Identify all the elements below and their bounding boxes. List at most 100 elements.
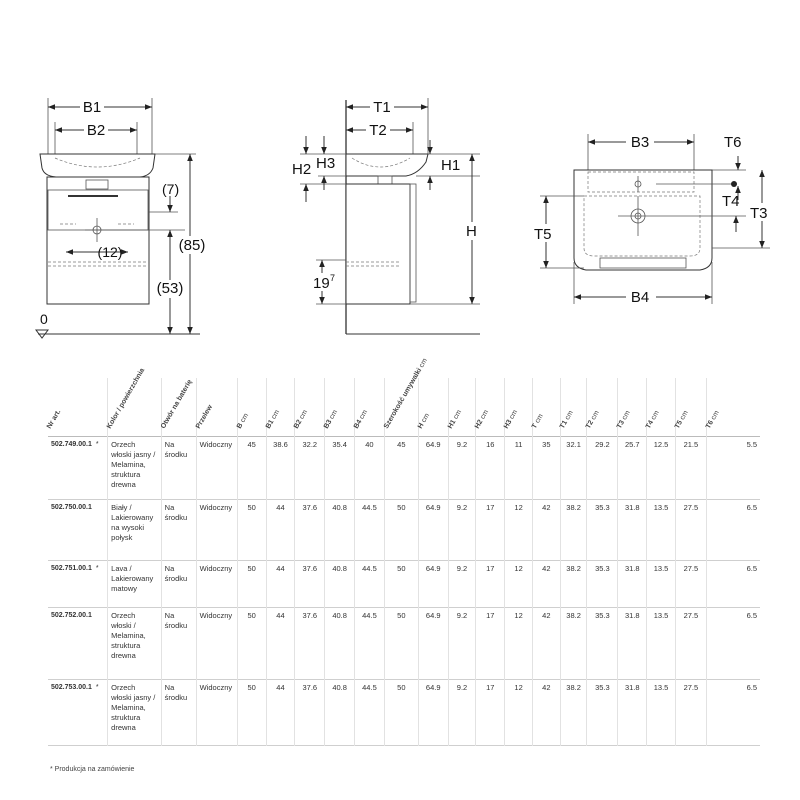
cell-b3: 40.8 xyxy=(324,679,355,746)
cell-overflow: Widoczny xyxy=(195,607,238,680)
cell-h: 64.9 xyxy=(417,499,449,561)
cell-t3: 25.7 xyxy=(617,436,647,500)
cell-h1: 9.2 xyxy=(447,436,476,500)
front-label-0: 0 xyxy=(40,311,48,327)
side-label-19: 19 xyxy=(313,275,330,292)
cell-t: 42 xyxy=(531,560,561,608)
cell-b3: 40.8 xyxy=(324,607,355,680)
side-label-t1: T1 xyxy=(373,99,391,116)
side-label-h: H xyxy=(466,223,477,240)
cell-b4: 44.5 xyxy=(354,560,385,608)
cell-h3: 11 xyxy=(504,436,533,500)
side-label-h2: H2 xyxy=(292,161,311,178)
cell-h: 64.9 xyxy=(417,679,449,746)
cell-tap-hole: Na środku xyxy=(160,607,197,680)
cell-basin-width: 50 xyxy=(383,499,419,561)
front-label-b2: B2 xyxy=(87,122,105,139)
cell-color: Biały / Lakierowany na wysoki połysk xyxy=(107,499,162,561)
cell-basin-width: 50 xyxy=(383,607,419,680)
cell-tap-hole: Na środku xyxy=(160,679,197,746)
header-t3: T3cm xyxy=(616,378,647,437)
header-color: Kolor / powierzchnia xyxy=(106,367,162,437)
header-h1: H1cm xyxy=(447,378,476,437)
top-label-b3: B3 xyxy=(631,134,649,151)
top-label-t5: T5 xyxy=(534,226,552,243)
cell-t2: 35.3 xyxy=(586,607,618,680)
cabinet-side-shape xyxy=(345,183,411,305)
cell-t1: 38.2 xyxy=(559,560,587,608)
cell-overflow: Widoczny xyxy=(195,499,238,561)
basin-top-shape xyxy=(573,169,713,271)
cell-b3: 40.8 xyxy=(324,499,355,561)
front-label-12: (12) xyxy=(98,244,123,260)
cell-t6: 5.5 xyxy=(705,436,760,500)
top-label-t6: T6 xyxy=(724,134,742,151)
cell-b: 50 xyxy=(236,679,267,746)
cell-t4: 13.5 xyxy=(646,499,676,561)
side-label-h3: H3 xyxy=(316,155,335,172)
cell-h3: 12 xyxy=(504,560,533,608)
header-art-no: Nr art. xyxy=(45,408,63,430)
header-b3: B3cm xyxy=(323,378,355,437)
cell-h: 64.9 xyxy=(417,607,449,680)
cell-h2: 17 xyxy=(475,607,505,680)
front-label-53: (53) xyxy=(157,280,184,297)
header-t1: T1cm xyxy=(559,378,587,437)
cell-b: 45 xyxy=(236,436,267,500)
cell-h1: 9.2 xyxy=(447,499,476,561)
table-row: 502.753.00.1* Orzech włoski jasny / Mela… xyxy=(48,679,760,746)
table-row: 502.749.00.1* Orzech włoski jasny / Mela… xyxy=(48,436,760,500)
cell-t5: 27.5 xyxy=(674,679,707,746)
cell-t3: 31.8 xyxy=(617,560,647,608)
top-label-t3: T3 xyxy=(750,205,768,222)
cell-b2: 37.6 xyxy=(294,607,325,680)
cell-t5: 21.5 xyxy=(674,436,707,500)
cell-overflow: Widoczny xyxy=(195,436,238,500)
top-label-t4: T4 xyxy=(722,193,740,210)
cell-t5: 27.5 xyxy=(674,499,707,561)
cell-t1: 38.2 xyxy=(559,607,587,680)
specification-table-wrapper: Nr art. Kolor / powierzchnia Otwór na ba… xyxy=(45,357,760,746)
cell-basin-width: 50 xyxy=(383,679,419,746)
table-row: 502.751.00.1* Lava / Lakierowany matowy … xyxy=(48,560,760,608)
cell-t: 42 xyxy=(531,499,561,561)
cell-t: 42 xyxy=(531,679,561,746)
cell-t3: 31.8 xyxy=(617,607,647,680)
front-view: B1 B2 (12) (7) (85) (53) xyxy=(35,98,208,339)
cell-b4: 44.5 xyxy=(354,499,385,561)
cell-b4: 40 xyxy=(354,436,385,500)
cell-h1: 9.2 xyxy=(447,679,476,746)
cell-h1: 9.2 xyxy=(447,560,476,608)
cell-t4: 13.5 xyxy=(646,560,676,608)
header-b4: B4cm xyxy=(353,378,385,437)
side-label-t2: T2 xyxy=(369,122,387,139)
cell-t: 35 xyxy=(531,436,561,500)
cell-b2: 37.6 xyxy=(294,679,325,746)
cell-t1: 38.2 xyxy=(559,679,587,746)
cell-t1: 38.2 xyxy=(559,499,587,561)
header-h2: H2cm xyxy=(474,378,505,437)
cell-h: 64.9 xyxy=(417,436,449,500)
cell-t2: 35.3 xyxy=(586,679,618,746)
header-b1: B1cm xyxy=(265,378,295,437)
cell-h: 64.9 xyxy=(417,560,449,608)
cell-t2: 29.2 xyxy=(586,436,618,500)
cell-b: 50 xyxy=(236,499,267,561)
header-t5: T5cm xyxy=(674,378,707,437)
cell-basin-width: 50 xyxy=(383,560,419,608)
cell-h3: 12 xyxy=(504,499,533,561)
cell-t4: 12.5 xyxy=(646,436,676,500)
header-overflow: Przelew xyxy=(195,378,238,437)
cell-h2: 16 xyxy=(475,436,505,500)
cell-b2: 37.6 xyxy=(294,499,325,561)
basin-side-shape xyxy=(345,153,429,177)
cabinet-front-shape xyxy=(46,176,150,305)
cell-t4: 13.5 xyxy=(646,607,676,680)
cell-art-no: 502.752.00.1 xyxy=(51,612,92,619)
cell-t2: 35.3 xyxy=(586,499,618,561)
cell-color: Orzech włoski / Melamina, struktura drew… xyxy=(107,607,162,680)
cell-t: 42 xyxy=(531,607,561,680)
front-label-85: (85) xyxy=(179,237,206,254)
cell-h3: 12 xyxy=(504,679,533,746)
cell-tap-hole: Na środku xyxy=(160,436,197,500)
